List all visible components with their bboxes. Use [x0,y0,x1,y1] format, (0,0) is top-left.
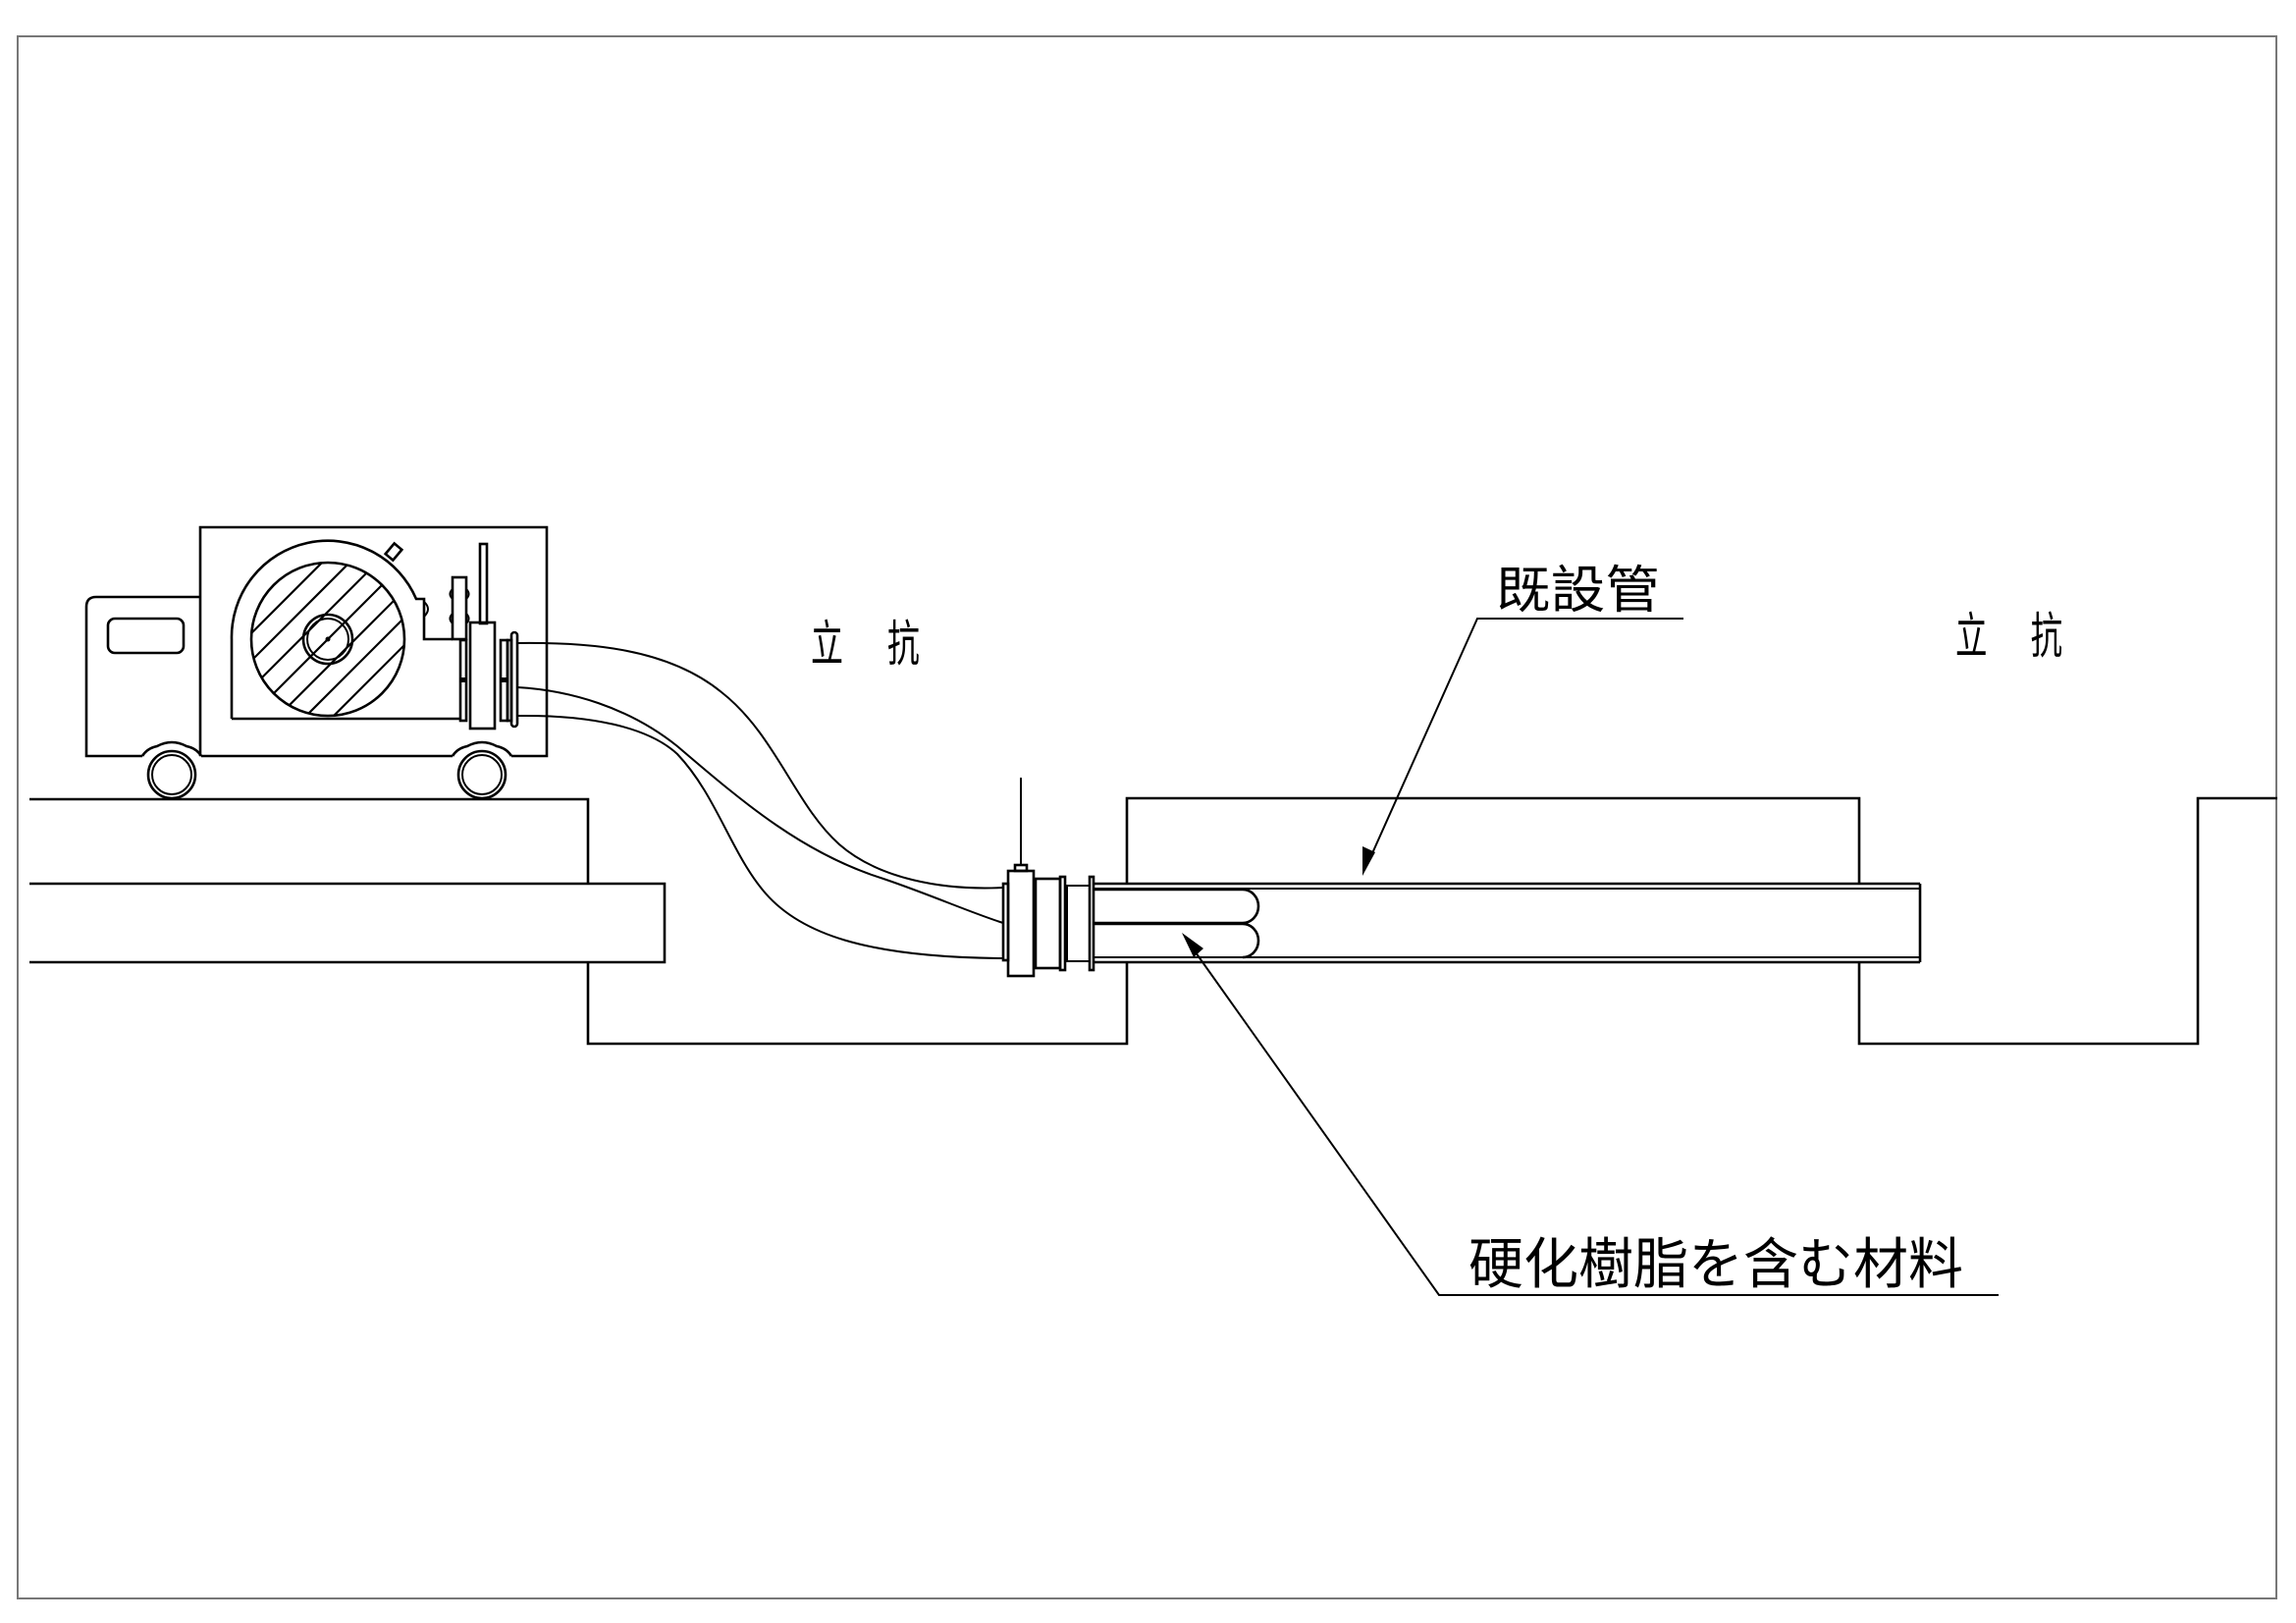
hatch-line [251,563,400,711]
mount-bracket [451,575,468,641]
upstream-pipe [29,882,667,964]
left-shaft-outline [586,962,1129,1046]
front-wheel [146,749,197,800]
right-shaft-outline [1857,796,2277,1046]
hatch-line [251,563,404,716]
connector-block [1006,869,1036,978]
rear-wheel-arch [451,740,513,757]
liner-material-label: 硬化樹脂を含む材料 [1468,1233,1963,1297]
right-shaft-label: 立 抗 [1955,608,2079,665]
guide-rod [478,542,489,625]
cab-window [106,617,186,655]
outlet-flange [468,621,497,730]
existing-pipe-leader [1362,618,1683,876]
page-frame [17,35,2277,1599]
inverted-liner-tube [1094,888,1260,959]
hose-bottom [516,714,1004,959]
left-shaft-label: 立 抗 [811,616,936,673]
front-wheel-arch [140,740,203,757]
connector-sleeve [1034,877,1062,970]
ground-and-shafts [29,796,2277,1046]
left-shaft-right-wall-upper [1125,796,1861,884]
hatch-line [256,568,404,716]
hose-middle [516,686,1004,924]
drum-housing [230,539,453,719]
housing-knob [383,541,404,563]
cargo-box [198,525,549,758]
existing-pipe-label: 既設管 [1496,562,1660,621]
hatch-line [251,563,404,716]
left-ground-surface [29,797,590,884]
rear-wheel [456,749,507,800]
hose-bundle [516,641,1004,959]
drum-hub [301,613,354,666]
hatch-line [270,581,404,716]
pipe-connector [1001,778,1095,978]
liner-material-leader [1182,933,1999,1296]
truck [84,525,549,800]
hose-reel-drum [249,561,406,718]
hose-top [516,641,1004,890]
hatch-line [251,563,386,697]
truck-cab [84,595,200,758]
